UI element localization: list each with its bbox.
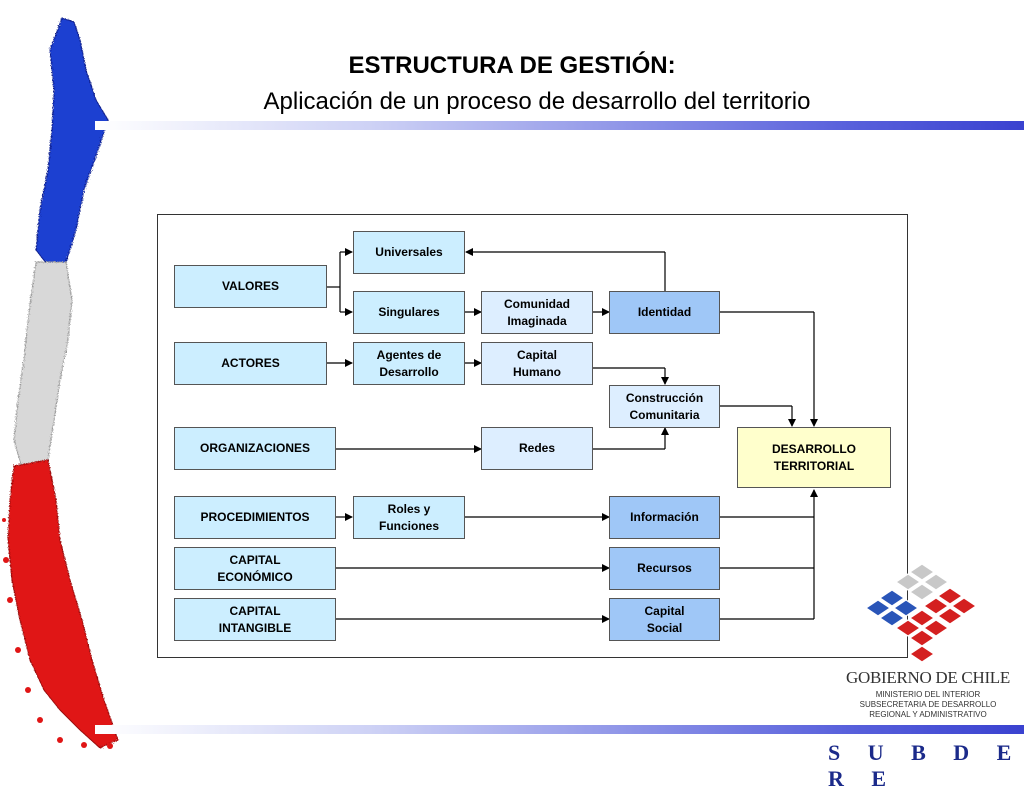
page-title: ESTRUCTURA DE GESTIÓN: [348, 52, 676, 79]
box-identidad: Identidad [609, 291, 720, 334]
subdere-acronym: S U B D E R E [828, 740, 1023, 791]
box-capital-social: Capital Social [609, 598, 720, 641]
box-construccion-comunitaria: Construcción Comunitaria [609, 385, 720, 428]
gobierno-de-chile-name: GOBIERNO DE CHILE [846, 668, 1010, 687]
chile-map-icon [2, 17, 119, 749]
box-capital-economico: CAPITAL ECONÓMICO [174, 547, 336, 590]
page-subtitle: Aplicación de un proceso de desarrollo d… [263, 88, 811, 115]
ministry-line-1: MINISTERIO DEL INTERIOR [875, 690, 981, 699]
box-agentes-de-desarrollo: Agentes de Desarrollo [353, 342, 465, 385]
box-actores: ACTORES [174, 342, 327, 385]
box-capital-intangible: CAPITAL INTANGIBLE [174, 598, 336, 641]
box-redes: Redes [481, 427, 593, 470]
box-valores: VALORES [174, 265, 327, 308]
box-roles-y-funciones: Roles y Funciones [353, 496, 465, 539]
top-gradient-band [95, 121, 1024, 130]
box-informacion: Información [609, 496, 720, 539]
box-desarrollo-territorial: DESARROLLO TERRITORIAL [737, 427, 891, 488]
box-procedimientos: PROCEDIMIENTOS [174, 496, 336, 539]
bottom-gradient-band [95, 725, 1024, 734]
box-capital-humano: Capital Humano [481, 342, 593, 385]
diagram-connectors [327, 248, 818, 623]
gobierno-de-chile-cube-logo-icon [864, 563, 978, 663]
ministry-line-3: REGIONAL Y ADMINISTRATIVO [869, 710, 987, 719]
box-organizaciones: ORGANIZACIONES [174, 427, 336, 470]
box-comunidad-imaginada: Comunidad Imaginada [481, 291, 593, 334]
box-recursos: Recursos [609, 547, 720, 590]
diagram-frame [157, 214, 908, 658]
ministry-line-2: SUBSECRETARIA DE DESARROLLO [859, 700, 997, 709]
box-singulares: Singulares [353, 291, 465, 334]
box-universales: Universales [353, 231, 465, 274]
